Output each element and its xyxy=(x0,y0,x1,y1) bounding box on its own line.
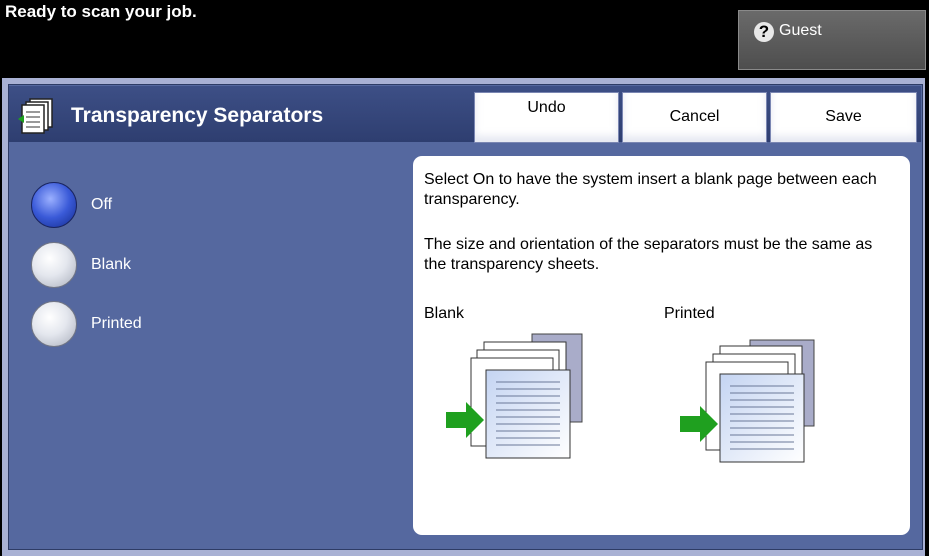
guest-button[interactable]: ? Guest xyxy=(738,10,926,70)
radio-selected-icon xyxy=(31,182,77,228)
option-printed[interactable]: Printed xyxy=(31,301,161,351)
title-bar xyxy=(9,86,921,142)
radio-unselected-icon xyxy=(31,242,77,288)
undo-button[interactable]: Undo xyxy=(474,92,619,143)
cancel-label: Cancel xyxy=(669,108,720,125)
diagram-label-blank: Blank xyxy=(424,305,465,322)
status-message: Ready to scan your job. xyxy=(5,2,197,21)
cancel-button[interactable]: Cancel xyxy=(622,92,767,143)
radio-unselected-icon xyxy=(31,301,77,347)
printed-separator-illustration xyxy=(680,339,815,463)
page-title: Transparency Separators xyxy=(71,104,324,127)
save-button[interactable]: Save xyxy=(770,92,917,143)
option-blank[interactable]: Blank xyxy=(31,242,161,292)
option-label: Blank xyxy=(91,256,132,273)
question-mark-icon: ? xyxy=(754,22,774,42)
info-paragraph: Select On to have the system insert a bl… xyxy=(424,171,877,208)
option-label: Off xyxy=(91,196,113,213)
undo-label: Undo xyxy=(527,99,566,116)
diagram-label-printed: Printed xyxy=(664,305,715,322)
save-label: Save xyxy=(825,108,862,125)
guest-label: Guest xyxy=(779,22,822,39)
option-off[interactable]: Off xyxy=(31,182,161,232)
option-label: Printed xyxy=(91,315,142,332)
document-stack-icon xyxy=(18,98,53,134)
blank-separator-illustration xyxy=(446,333,583,459)
info-paragraph: The size and orientation of the separato… xyxy=(424,236,873,273)
